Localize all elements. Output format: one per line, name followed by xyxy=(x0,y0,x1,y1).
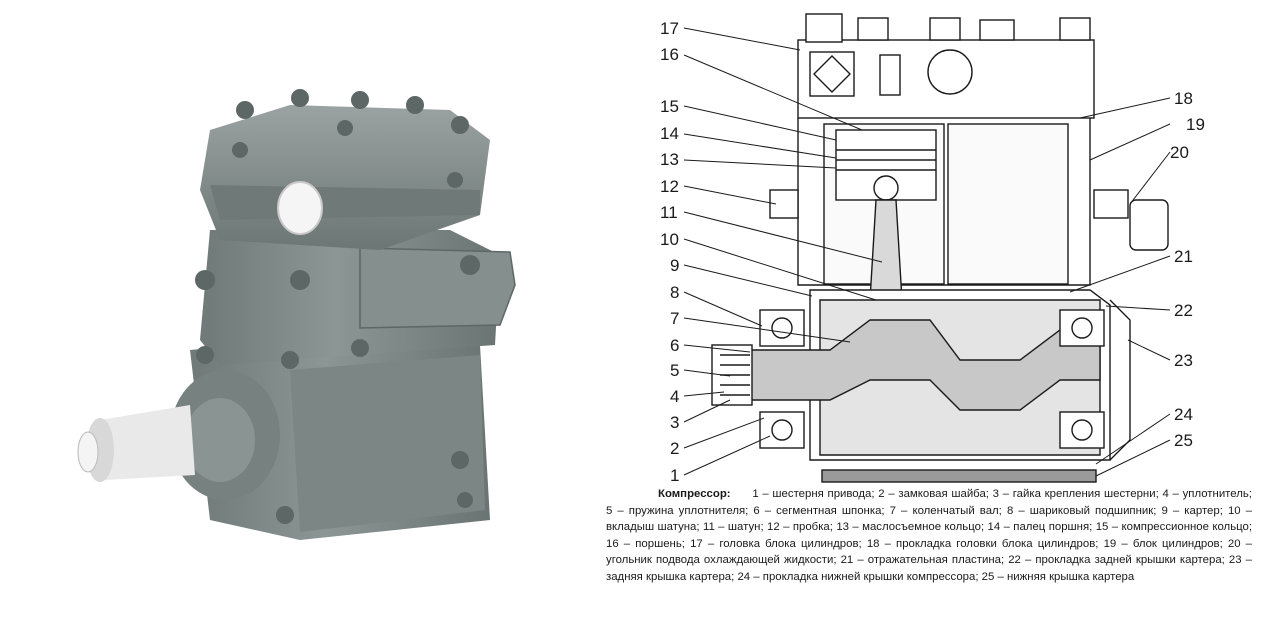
callout-11: 11 xyxy=(660,203,678,222)
caption-title: Компрессор: xyxy=(658,488,731,500)
legend-item-7: 7 – коленчатый вал; xyxy=(889,504,1002,517)
legend-item-24: 24 – прокладка нижней крышки компрессора… xyxy=(737,570,979,583)
legend-item-12: 12 – пробка; xyxy=(767,521,833,533)
callout-5: 5 xyxy=(670,361,679,380)
callout-10: 10 xyxy=(660,230,679,249)
legend-item-9: 9 – картер; xyxy=(1161,504,1223,517)
callout-18: 18 xyxy=(1174,89,1193,108)
compressor-photo xyxy=(77,89,516,540)
callouts-left: 17 16 15 14 13 12 11 10 9 8 7 6 5 4 3 2 … xyxy=(660,19,679,485)
drive-shaft xyxy=(100,405,195,480)
callout-24: 24 xyxy=(1174,405,1193,424)
callout-25: 25 xyxy=(1174,431,1193,450)
legend-item-11: 11 – шатун; xyxy=(702,521,764,533)
legend-item-5: 5 – пружина уплотнителя; xyxy=(606,504,749,517)
legend-item-22: 22 – прокладка задней крышки картера; xyxy=(1008,554,1225,566)
callout-4: 4 xyxy=(670,387,679,406)
legend-item-10: 10 – вкладыш шатуна; xyxy=(606,504,1253,534)
crankcase-front-face xyxy=(290,355,485,532)
callout-19: 19 xyxy=(1186,115,1205,134)
legend-item-8: 8 – шариковый подшипник; xyxy=(1006,504,1157,517)
callout-2: 2 xyxy=(670,439,679,458)
legend-item-23: 23 – задняя крышка картера; xyxy=(606,554,1252,583)
legend-item-3: 3 – гайка крепления шестерни; xyxy=(992,488,1159,500)
legend-item-17: 17 – головка блока цилиндров; xyxy=(690,537,862,550)
callout-6: 6 xyxy=(670,336,679,355)
compressor-section-diagram: 17 16 15 14 13 12 11 10 9 8 7 6 5 4 3 2 … xyxy=(660,13,1205,485)
legend-item-1: 1 – шестерня привода; xyxy=(752,488,875,500)
legend-item-4: 4 – уплотнитель; xyxy=(1162,488,1252,500)
callout-1: 1 xyxy=(670,466,679,485)
callout-15: 15 xyxy=(660,97,679,116)
callout-13: 13 xyxy=(660,150,679,169)
callout-20: 20 xyxy=(1170,143,1189,162)
callout-22: 22 xyxy=(1174,301,1193,320)
legend-item-20: 20 – угольник подвода охлаждающей жидкос… xyxy=(606,537,1253,567)
callout-3: 3 xyxy=(670,413,679,432)
callout-16: 16 xyxy=(660,45,679,64)
legend-item-6: 6 – сегментная шпонка; xyxy=(753,504,885,517)
callout-12: 12 xyxy=(660,177,679,196)
legend-item-14: 14 – палец поршня; xyxy=(987,521,1093,533)
callout-21: 21 xyxy=(1174,247,1193,266)
bolts xyxy=(195,89,480,524)
callout-23: 23 xyxy=(1174,351,1193,370)
legend-item-13: 13 – маслосъемное кольцо; xyxy=(836,521,985,533)
callout-14: 14 xyxy=(660,124,679,143)
legend-item-18: 18 – прокладка головки блока цилиндров; xyxy=(866,537,1099,550)
callout-9: 9 xyxy=(670,256,679,275)
leader-lines xyxy=(683,27,1171,477)
legend-item-25: 25 – нижняя крышка картера xyxy=(981,570,1135,583)
diagram-caption: Компрессор: 1 – шестерня привода; 2 – за… xyxy=(606,486,1252,585)
callouts-right: 18 19 20 21 22 23 24 25 xyxy=(1170,89,1205,450)
legend-item-16: 16 – поршень; xyxy=(606,537,685,550)
legend-item-15: 15 – компрессионное кольцо; xyxy=(1095,521,1253,533)
side-plate xyxy=(359,247,516,329)
callout-8: 8 xyxy=(670,283,679,302)
white-cap xyxy=(277,181,323,235)
callout-17: 17 xyxy=(660,19,679,38)
callout-7: 7 xyxy=(670,309,679,328)
legend-item-21: 21 – отражательная пластина; xyxy=(840,554,1005,566)
legend-item-19: 19 – блок цилиндров; xyxy=(1103,537,1223,550)
legend-item-2: 2 – замковая шайба; xyxy=(878,488,989,500)
section-drawing xyxy=(711,13,1169,483)
